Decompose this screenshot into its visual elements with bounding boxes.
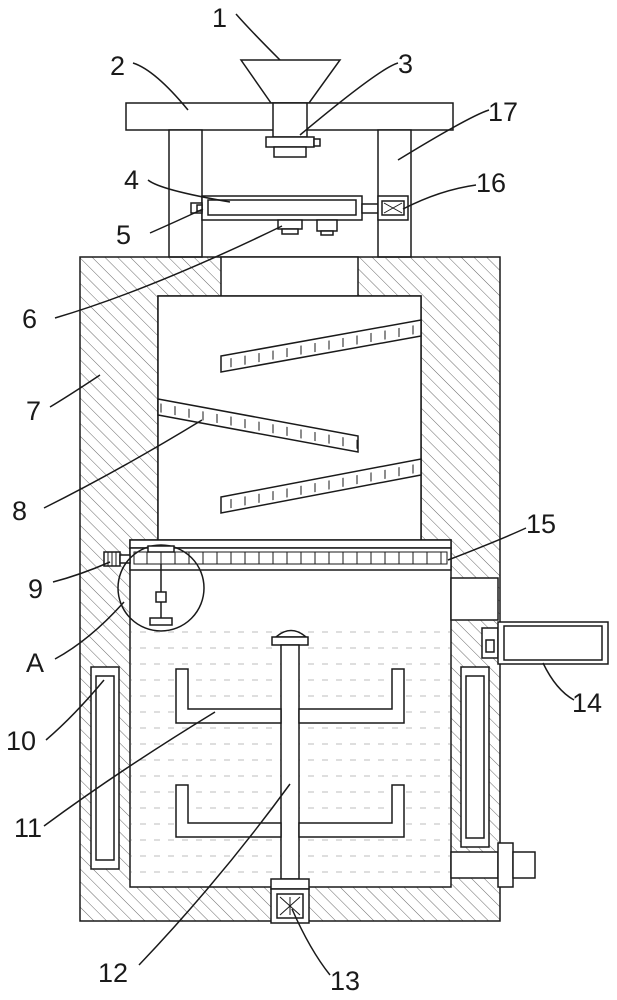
feed-hopper (239, 59, 342, 104)
callout-5: 5 (116, 220, 131, 250)
callout-7: 7 (26, 396, 41, 426)
callout-10: 10 (6, 726, 36, 756)
crushing-chamber (157, 295, 422, 541)
inclined-baffle (220, 319, 422, 373)
callout-3: 3 (398, 49, 413, 79)
stirring-shaft (271, 629, 309, 880)
callout-9: 9 (28, 574, 43, 604)
callout-17: 17 (488, 97, 518, 127)
drain-outlet (450, 842, 536, 888)
side-outlet (450, 577, 499, 659)
filter-screen (129, 539, 452, 571)
sieve-tray (201, 195, 363, 221)
callout-labels: 1 2 3 4 5 6 7 8 9 A 10 11 12 13 14 15 16… (6, 3, 602, 996)
support-columns (168, 129, 412, 258)
callout-14: 14 (572, 688, 602, 718)
stirring-blade (175, 784, 405, 838)
vibration-motor (277, 219, 338, 236)
stirring-blade (175, 668, 405, 724)
leader-lines (43, 13, 575, 976)
collection-box (497, 621, 609, 665)
callout-6: 6 (22, 304, 37, 334)
callout-4: 4 (124, 165, 139, 195)
callout-2: 2 (110, 51, 125, 81)
callout-A: A (26, 648, 44, 678)
heating-plate-right (460, 666, 490, 848)
inclined-baffle (220, 458, 422, 514)
heating-plate-left (90, 666, 120, 870)
feed-valve (265, 102, 321, 158)
callout-13: 13 (330, 966, 360, 996)
callout-11: 11 (14, 813, 42, 843)
inclined-baffle (157, 398, 359, 453)
callout-1: 1 (212, 3, 227, 33)
push-cylinder (361, 195, 409, 221)
callout-12: 12 (98, 958, 128, 988)
callout-16: 16 (476, 168, 506, 198)
callout-15: 15 (526, 509, 556, 539)
drive-motor (270, 878, 310, 924)
callout-8: 8 (12, 496, 27, 526)
